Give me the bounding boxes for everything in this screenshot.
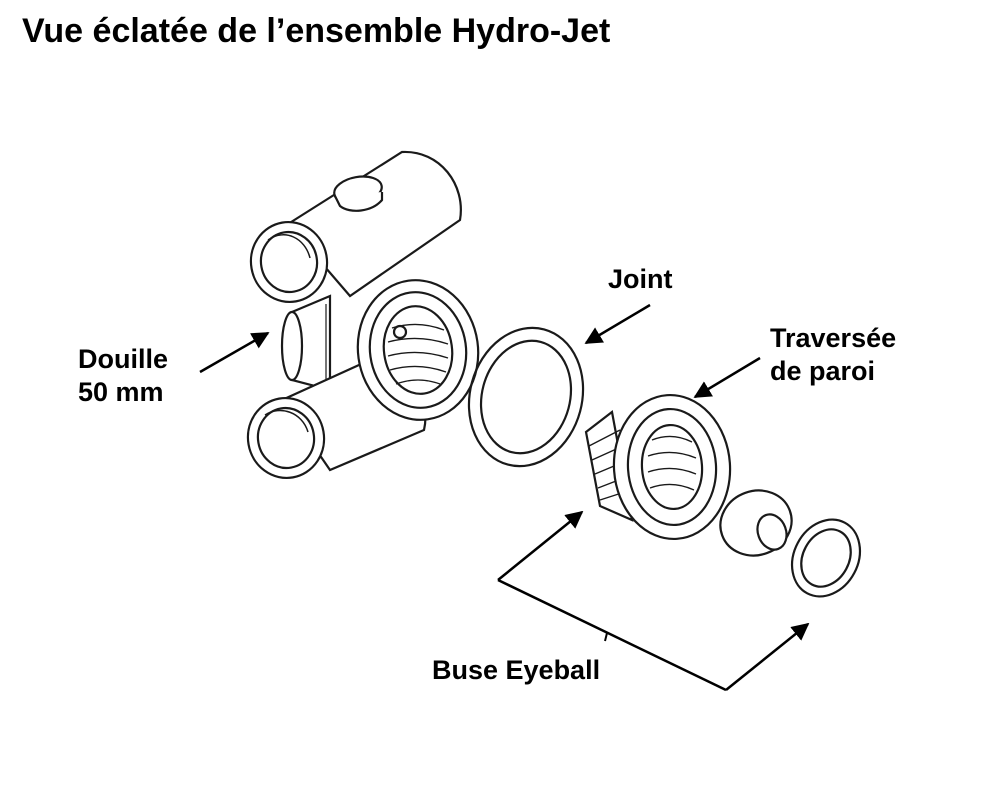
bracket-tick: [604, 632, 608, 642]
retaining-ring-part: [790, 518, 862, 598]
label-buse-eyeball: Buse Eyeball: [432, 655, 601, 685]
label-douille-line-2: 50 mm: [78, 377, 164, 407]
douille-part: [246, 150, 480, 480]
page-title: Vue éclatée de l’ensemble Hydro-Jet: [22, 12, 611, 50]
label-joint: Joint: [608, 264, 673, 294]
traversee-part: [584, 393, 732, 541]
arrow-joint: [584, 303, 651, 345]
pointer-arrows: [199, 303, 810, 692]
arrow-buse-right: [725, 622, 810, 691]
label-douille-50mm: Douille 50 mm: [78, 343, 168, 409]
label-traversee-line-1: Traversée: [770, 323, 897, 353]
arrow-buse-left: [497, 510, 584, 581]
joint-part: [467, 326, 585, 468]
label-douille-line-1: Douille: [78, 344, 169, 374]
label-traversee-de-paroi: Traversée de paroi: [770, 322, 896, 388]
eyeball-part: [719, 489, 793, 557]
label-traversee-line-2: de paroi: [770, 356, 876, 386]
arrow-traversee: [693, 356, 761, 399]
arrow-douille: [199, 331, 270, 374]
bracket-buse: [497, 578, 727, 692]
